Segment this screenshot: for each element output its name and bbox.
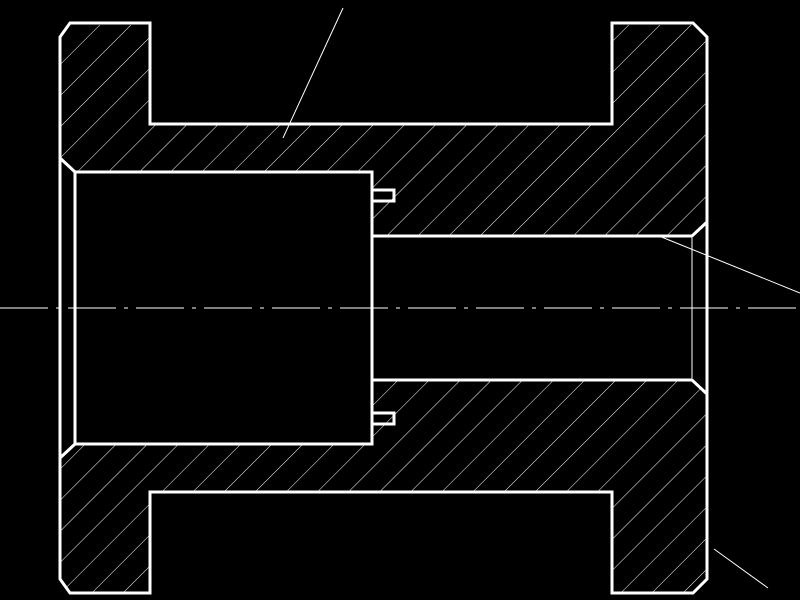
- counterbore-chamfer-top: [58, 156, 77, 174]
- leader-line-top: [282, 7, 344, 139]
- hatched-section-lower: [60, 380, 707, 592]
- undercut-groove-bottom: [372, 411, 396, 426]
- leader-line-bottom: [713, 548, 769, 589]
- bore-chamfer-bottom: [690, 378, 709, 396]
- outer-contour: [58, 21, 709, 595]
- leader-line-right: [658, 235, 800, 294]
- hatched-section-upper: [60, 25, 707, 236]
- counterbore-chamfer-bottom: [58, 442, 77, 460]
- undercut-groove-top: [372, 188, 396, 203]
- bore-chamfer-top: [690, 220, 709, 238]
